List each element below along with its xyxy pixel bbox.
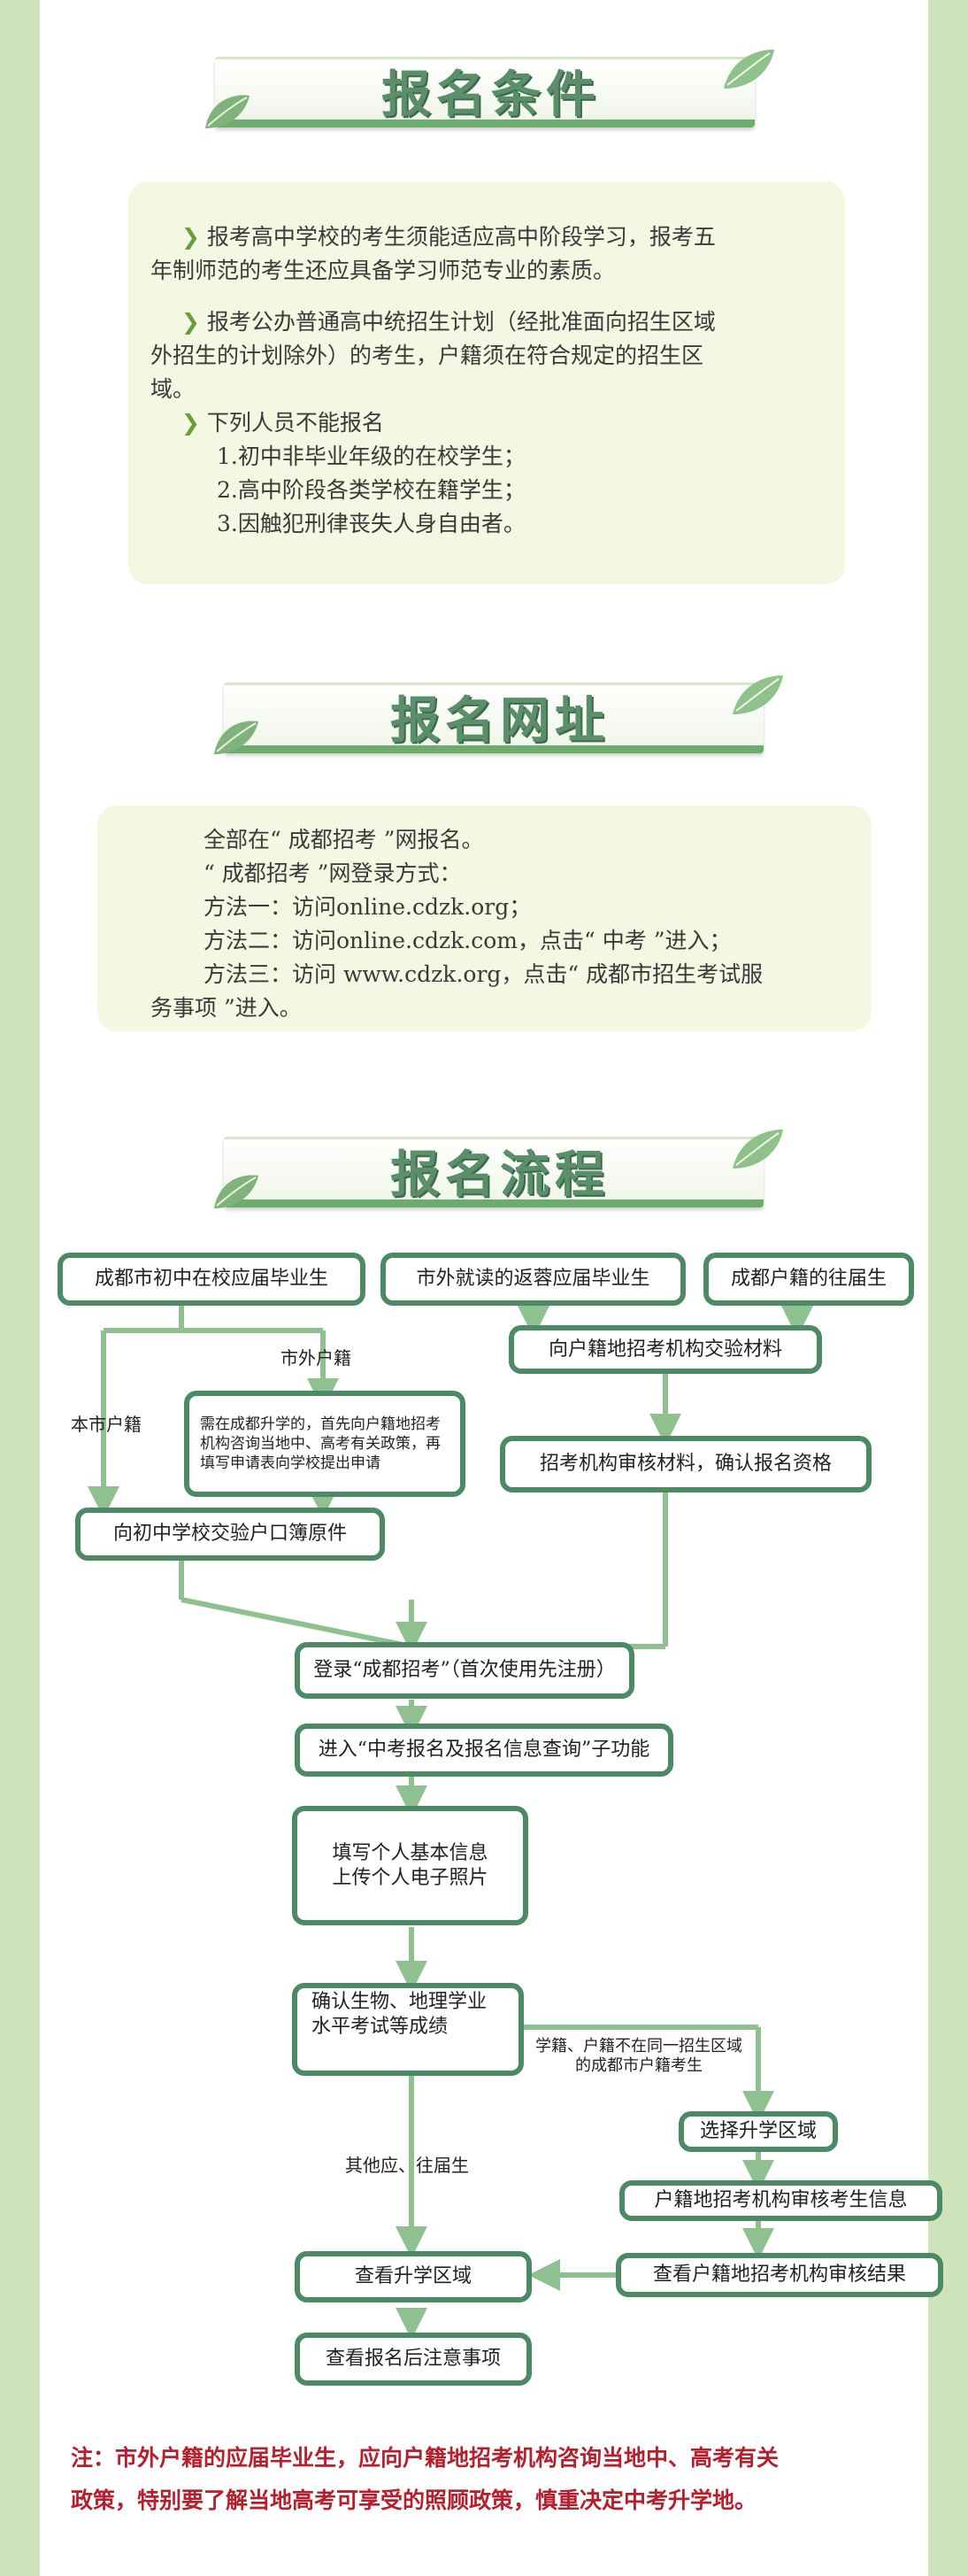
website-line-1: 全部在“ 成都招考 ”网报名。 [204, 827, 484, 852]
different-region-line-1: 学籍、户籍不在同一招生区域 [535, 2037, 742, 2055]
flow-box-enter-function: 进入“中考报名及报名信息查询”子功能 [295, 1724, 673, 1777]
leaf-icon [733, 675, 783, 714]
section-banner-conditions: 报名条件 [205, 44, 774, 128]
process-flowchart: 成都市初中在校应届毕业生 市外就读的返蓉应届毕业生 成都户籍的往届生 市外户籍 … [40, 1226, 943, 2403]
condition-2-line-3: 域。 [150, 376, 196, 402]
note-line-2: 政策，特别要了解当地高考可享受的照顾政策，慎重决定中考升学地。 [71, 2487, 757, 2513]
flow-box-view-notes: 查看报名后注意事项 [295, 2333, 532, 2386]
confirm-line-1: 确认生物、地理学业 [311, 1991, 488, 2013]
leaf-icon [733, 1130, 783, 1168]
website-method-2[interactable]: 方法二：访问online.cdzk.com，点击“ 中考 ”进入； [204, 928, 732, 953]
flow-box-view-region: 查看升学区域 [295, 2251, 532, 2302]
banner-plate [215, 57, 755, 127]
flow-box-hukou-review: 户籍地招考机构审核考生信息 [619, 2180, 942, 2221]
leaf-icon [205, 95, 250, 128]
website-method-3[interactable]: 方法三：访问 www.cdzk.org，点击“ 成都市招生考试服 [204, 961, 764, 987]
section-banner-process: 报名流程 [214, 1124, 783, 1208]
section-title-process: 报名流程 [390, 1146, 610, 1204]
section-title-website: 报名网址 [390, 692, 610, 750]
section-banner-website: 报名网址 [214, 670, 783, 754]
label-nonlocal-hukou: 市外户籍 [280, 1347, 351, 1369]
flow-box-review: 招考机构审核材料，确认报名资格 [500, 1436, 872, 1492]
condition-2-line-1: 报考公办普通高中统招生计划（经批准面向招生区域 [206, 309, 716, 335]
condition-item-1: ❯ 报考高中学校的考生须能适应高中阶段学习，报考五 [181, 220, 716, 254]
flow-box-fill-info: 填写个人基本信息 上传个人电子照片 [292, 1806, 528, 1925]
leaf-icon [724, 50, 774, 89]
conditions-panel: ❯ 报考高中学校的考生须能适应高中阶段学习，报考五 年制师范的考生还应具备学习师… [128, 181, 845, 584]
condition-3-sub-3: 3.因触犯刑律丧失人身自由者。 [217, 511, 526, 536]
fill-info-line-2: 上传个人电子照片 [332, 1866, 488, 1889]
leaf-icon [214, 1175, 258, 1208]
condition-3-sub-1: 1.初中非毕业年级的在校学生； [217, 443, 526, 469]
label-local-hukou: 本市户籍 [71, 1414, 142, 1435]
website-line-6: 务事项 ”进入。 [150, 995, 302, 1021]
flow-box-consult: 需在成都升学的，首先向户籍地招考机构咨询当地中、高考有关政策，再填写申请表向学校… [184, 1391, 465, 1497]
flow-box-confirm-scores: 确认生物、地理学业 水平考试等成绩 [292, 1983, 524, 2076]
different-region-line-2: 的成都市户籍考生 [575, 2056, 703, 2075]
website-line-2: “ 成都招考 ”网登录方式： [204, 860, 462, 886]
confirm-line-2: 水平考试等成绩 [311, 2016, 449, 2038]
leaf-icon [214, 721, 258, 754]
banner-plate [224, 1137, 764, 1207]
condition-3-sub-2: 2.高中阶段各类学校在籍学生； [217, 477, 526, 503]
website-panel: 全部在“ 成都招考 ”网报名。 “ 成都招考 ”网登录方式： 方法一：访问onl… [97, 806, 872, 1031]
flow-box-chengdu-past: 成都户籍的往届生 [703, 1253, 914, 1306]
condition-2-line-2: 外招生的计划除外）的考生，户籍须在符合规定的招生区 [150, 343, 704, 368]
condition-item-2: ❯ 报考公办普通高中统招生计划（经批准面向招生区域 [181, 305, 716, 339]
chevron-right-icon: ❯ [181, 410, 200, 436]
note-line-1: 注：市外户籍的应届毕业生，应向户籍地招考机构咨询当地中、高考有关 [71, 2445, 780, 2471]
fill-info-line-1: 填写个人基本信息 [332, 1841, 488, 1864]
chevron-right-icon: ❯ [181, 309, 200, 335]
condition-1-line-2: 年制师范的考生还应具备学习师范专业的素质。 [150, 258, 616, 283]
chevron-right-icon: ❯ [181, 224, 200, 250]
flow-box-hukou-original: 向初中学校交验户口簿原件 [75, 1508, 385, 1561]
flow-box-outside-return: 市外就读的返蓉应届毕业生 [380, 1253, 686, 1306]
condition-item-3: ❯ 下列人员不能报名 [181, 406, 384, 440]
condition-1-line-1: 报考高中学校的考生须能适应高中阶段学习，报考五 [206, 224, 716, 250]
flow-box-view-result: 查看户籍地招考机构审核结果 [616, 2253, 943, 2297]
flow-box-select-region: 选择升学区域 [679, 2111, 838, 2152]
label-different-region: 学籍、户籍不在同一招生区域 的成都市户籍考生 [535, 2037, 742, 2076]
bottom-note: 注：市外户籍的应届毕业生，应向户籍地招考机构咨询当地中、高考有关 政策，特别要了… [71, 2437, 911, 2522]
page: 报名条件 ❯ 报考高中学校的考生须能适应高中阶段学习，报考五 年制师范的考生还应… [40, 0, 943, 2576]
banner-plate [224, 683, 764, 753]
condition-3-heading: 下列人员不能报名 [206, 410, 384, 436]
flow-box-local-graduates: 成都市初中在校应届毕业生 [58, 1253, 365, 1306]
flow-box-submit-material: 向户籍地招考机构交验材料 [509, 1325, 822, 1374]
section-title-conditions: 报名条件 [381, 66, 601, 124]
flow-box-login: 登录“成都招考”（首次使用先注册） [295, 1642, 634, 1699]
label-other-graduates: 其他应、往届生 [345, 2155, 469, 2176]
website-method-1[interactable]: 方法一：访问online.cdzk.org； [204, 894, 532, 920]
